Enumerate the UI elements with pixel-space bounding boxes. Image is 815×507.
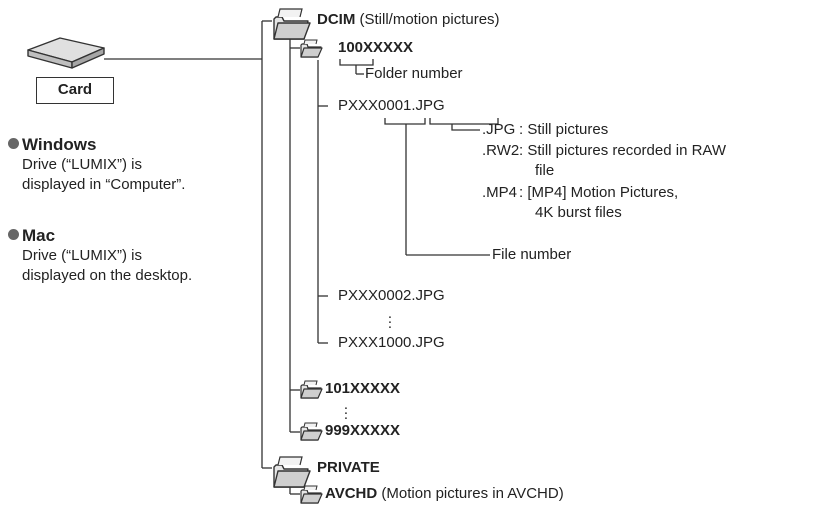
folder-icon <box>300 485 323 504</box>
folder-icon <box>273 8 311 40</box>
mac-line1: Drive (“LUMIX”) is <box>22 247 142 264</box>
ext-mp4-desc1: : [MP4] Motion Pictures, <box>519 184 679 201</box>
folder-icon <box>300 39 323 58</box>
mac-title: Mac <box>22 226 56 245</box>
file-0001: PXXX0001.JPG <box>338 97 445 114</box>
folder-100: 100XXXXX <box>338 39 414 56</box>
card-label: Card <box>36 77 114 104</box>
ext-jpg-desc: : Still pictures <box>519 121 609 138</box>
folder-icon <box>300 380 323 399</box>
ellipsis-dots: . . . <box>387 305 393 332</box>
dcim-name: DCIM <box>317 11 356 28</box>
folder-number-label: Folder number <box>365 65 463 82</box>
file-0002: PXXX0002.JPG <box>338 287 445 304</box>
windows-title: Windows <box>22 135 97 154</box>
ext-jpg: .JPG <box>482 121 516 138</box>
folder-101: 101XXXXX <box>325 380 401 397</box>
file-1000: PXXX1000.JPG <box>338 334 445 351</box>
folder-icon <box>273 456 311 488</box>
file-number-label: File number <box>492 246 572 263</box>
ext-rw2-desc2: file <box>535 162 555 179</box>
ext-mp4: .MP4 <box>482 184 518 201</box>
ext-rw2: .RW2 <box>482 142 520 159</box>
windows-line1: Drive (“LUMIX”) is <box>22 156 142 173</box>
dcim-desc: (Still/motion pictures) <box>359 11 500 28</box>
windows-line2: displayed in “Computer”. <box>22 176 186 193</box>
ext-mp4-desc2: 4K burst files <box>535 204 622 221</box>
folder-icon <box>300 422 323 441</box>
mac-heading: Mac <box>8 226 55 246</box>
avchd-name: AVCHD <box>325 485 378 502</box>
folder-999: 999XXXXX <box>325 422 401 439</box>
avchd-label: AVCHD (Motion pictures in AVCHD) <box>325 485 564 503</box>
ellipsis-dots: . . . <box>343 396 349 423</box>
bullet-icon <box>8 138 19 149</box>
sd-card-reader-icon <box>27 37 105 69</box>
dcim-label: DCIM (Still/motion pictures) <box>317 11 500 29</box>
mac-line2: displayed on the desktop. <box>22 267 193 284</box>
avchd-desc: (Motion pictures in AVCHD) <box>381 485 564 502</box>
windows-heading: Windows <box>8 135 96 155</box>
private-folder: PRIVATE <box>317 459 380 476</box>
bullet-icon <box>8 229 19 240</box>
ext-rw2-desc1: : Still pictures recorded in RAW <box>519 142 727 159</box>
